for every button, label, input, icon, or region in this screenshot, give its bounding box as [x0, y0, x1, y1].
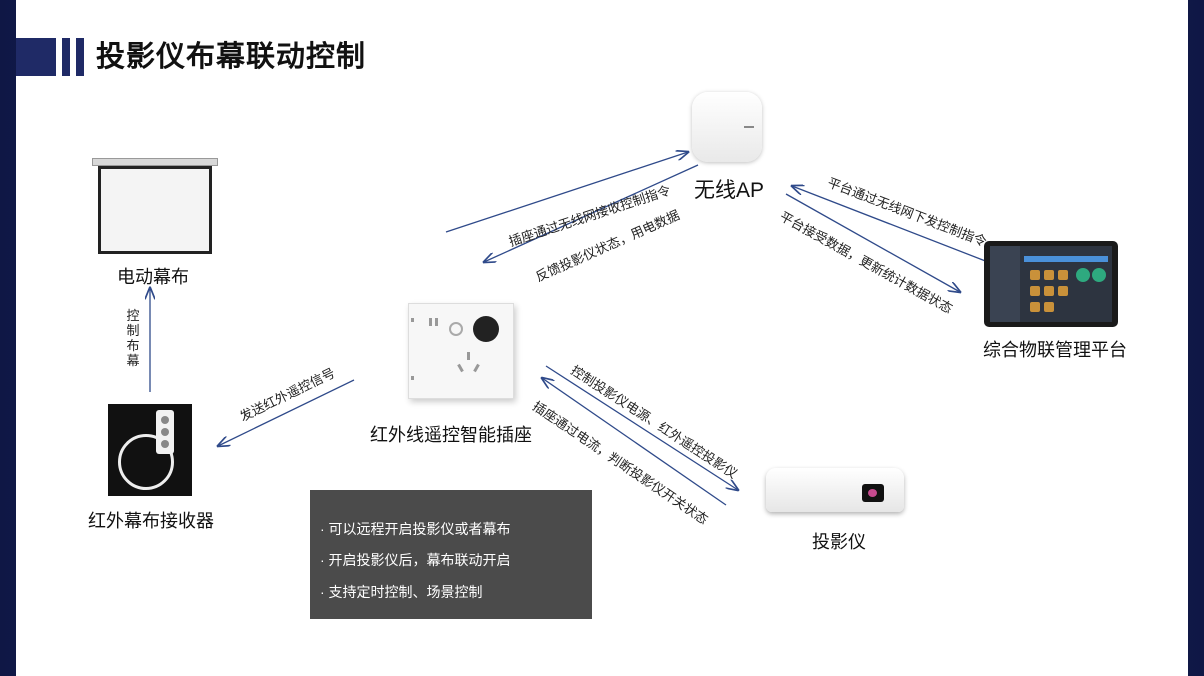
title-accent-bar	[16, 38, 56, 76]
node-label-projector: 投影仪	[812, 532, 866, 552]
wireless-ap-icon	[692, 92, 762, 162]
arrow-socket-to-ap	[445, 152, 688, 233]
projector-icon	[766, 460, 904, 518]
connection-arrows	[16, 0, 989, 506]
feature-item: · 支持定时控制、场景控制	[320, 584, 483, 600]
node-label-ap: 无线AP	[694, 179, 765, 202]
slide: 投影仪布幕联动控制 无线AP 电动幕布 红外线遥控智能插座	[16, 0, 1188, 676]
smart-socket-icon	[408, 303, 514, 399]
arrow-projector-to-socket	[542, 378, 727, 506]
page-title: 投影仪布幕联动控制	[96, 41, 367, 73]
node-label-platform: 综合物联管理平台	[983, 340, 1127, 360]
feature-info-box: · 可以远程开启投影仪或者幕布 · 开启投影仪后，幕布联动开启 · 支持定时控制…	[310, 490, 592, 619]
node-label-receiver: 红外幕布接收器	[88, 511, 214, 531]
arrow-platform-to-ap	[792, 186, 989, 263]
title-accent-stripe	[62, 38, 70, 76]
arrow-socket-to-receiver	[218, 379, 355, 446]
projection-screen-icon	[92, 158, 218, 258]
feature-item: · 可以远程开启投影仪或者幕布	[320, 521, 511, 537]
arrow-ap-to-socket	[484, 164, 699, 262]
arrow-socket-to-projector	[545, 365, 738, 490]
tablet-icon	[984, 241, 1118, 327]
title-accent-stripe	[76, 38, 84, 76]
arrow-ap-to-platform	[785, 193, 960, 292]
feature-item: · 开启投影仪后，幕布联动开启	[320, 552, 511, 568]
node-label-screen: 电动幕布	[117, 267, 189, 287]
edge-label-receiver-to-screen: 控制布幕	[126, 308, 140, 368]
ir-receiver-icon	[108, 404, 192, 496]
node-label-socket: 红外线遥控智能插座	[370, 425, 532, 445]
